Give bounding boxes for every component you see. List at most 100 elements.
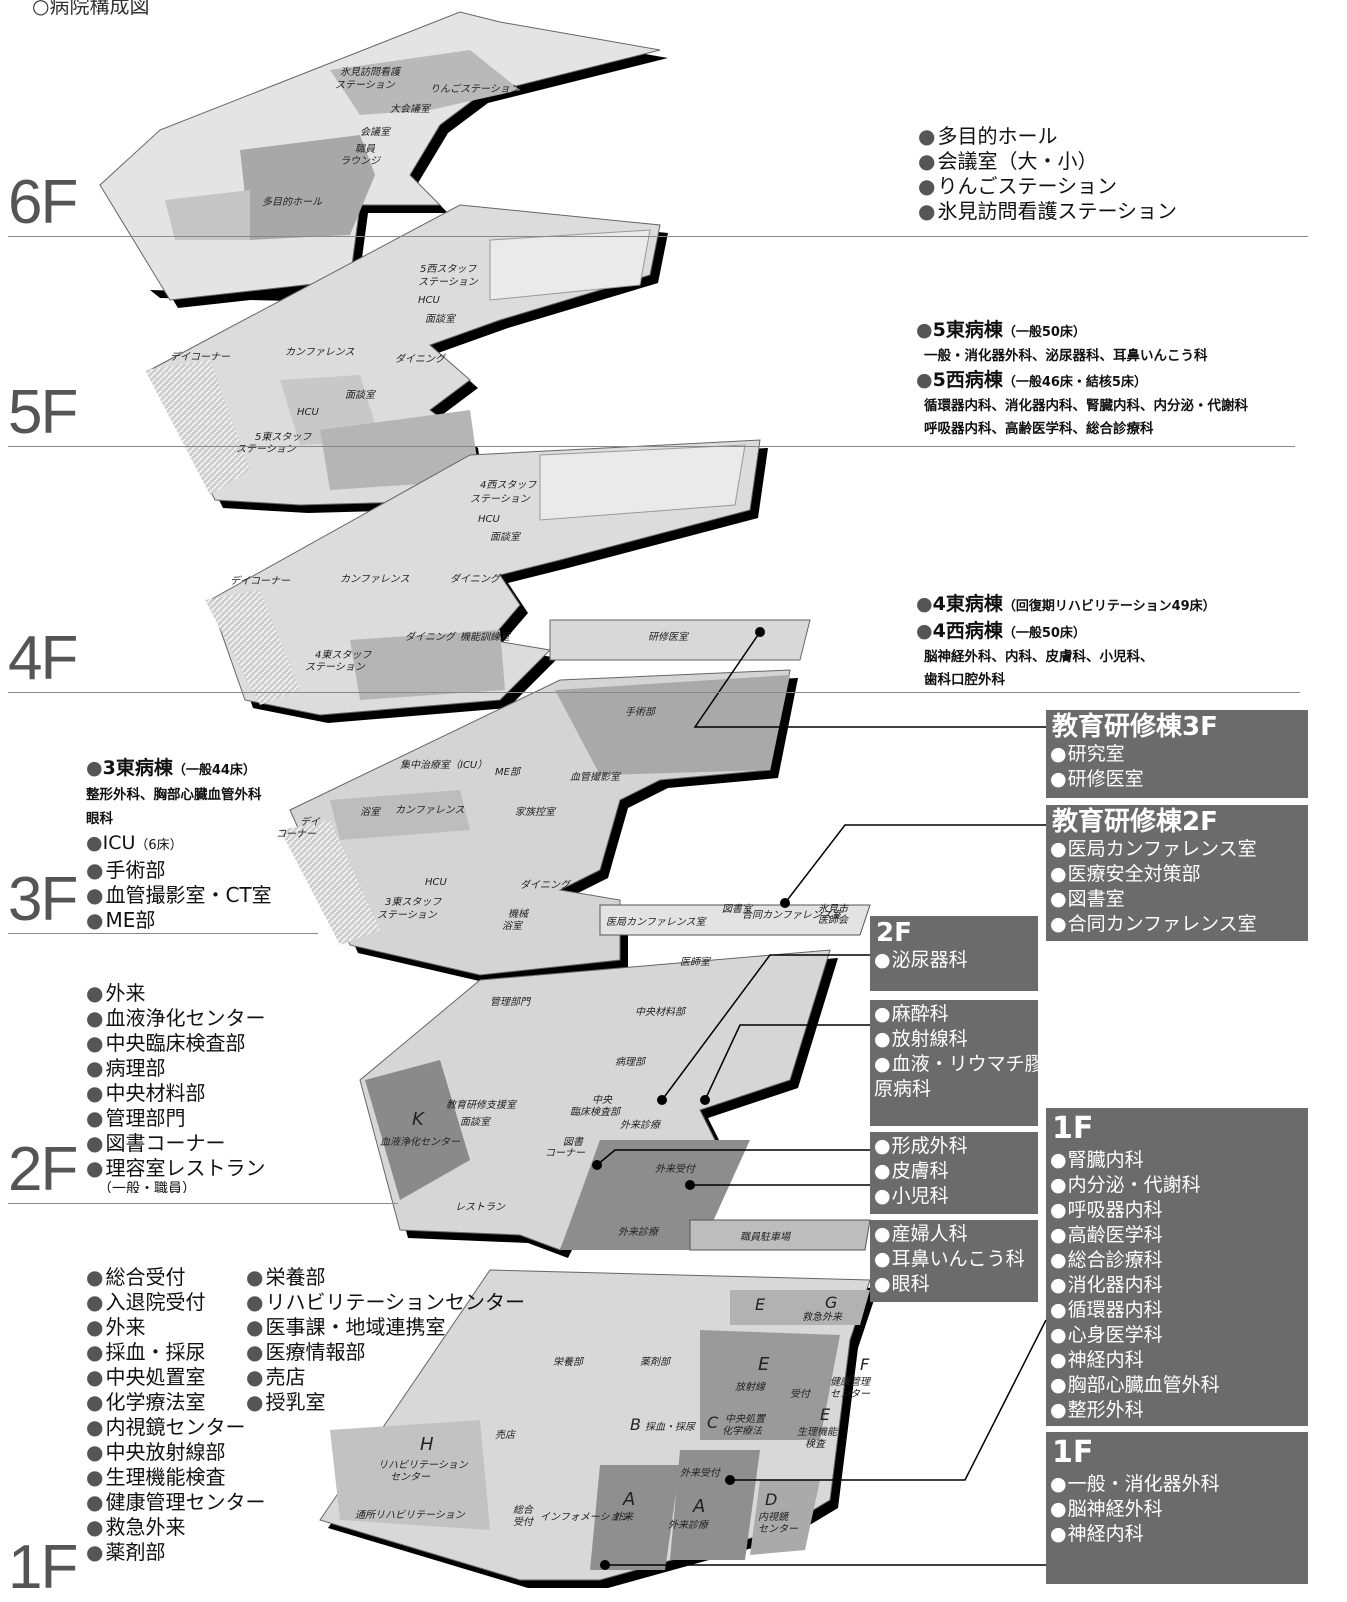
list-item: 血液浄化センター (86, 1006, 265, 1031)
map-label: 生理機能 (797, 1426, 838, 1438)
list-item: 産婦人科 (874, 1222, 1034, 1247)
map-label: 医師室 (680, 956, 712, 968)
separator-4f (8, 692, 1300, 693)
list-item: 会議室（大・小） (918, 149, 1177, 174)
map-label: ダイニング (520, 879, 572, 891)
map-label: 薬剤部 (640, 1356, 672, 1368)
list-item: 売店 (246, 1365, 525, 1390)
map-label: D (765, 1490, 777, 1509)
map-label: センター (758, 1523, 799, 1535)
map-label: ステーション (470, 494, 531, 505)
callout-2f-urology: 2F 泌尿器科 (870, 916, 1038, 991)
list-item: 医事課・地域連携室 (246, 1315, 525, 1340)
list-item: 手術部 (86, 858, 272, 883)
callout-2f-dermatology: 形成外科 皮膚科 小児科 (870, 1132, 1038, 1214)
map-label: 機能訓練室 (460, 631, 512, 643)
map-label: ダイニング (405, 631, 457, 643)
map-label: センター (830, 1388, 871, 1400)
floor-1f-list-col1: 総合受付 入退院受付 外来 採血・採尿 中央処置室 化学療法室 内視鏡センター … (86, 1265, 265, 1565)
list-item: 研修医室 (1050, 767, 1304, 792)
callout-edu-2f: 教育研修棟2F 医局カンファレンス室 医療安全対策部 図書室 合同カンファレンス… (1046, 805, 1308, 941)
ward-name: 3東病棟 (102, 757, 173, 779)
map-label: センター (390, 1471, 431, 1483)
map-label: 外来診療 (620, 1119, 662, 1131)
list-item: 中央材料部 (86, 1081, 265, 1106)
ward-beds: （回復期リハビリテーション49床） (1002, 599, 1216, 614)
map-label: 外来受付 (680, 1467, 722, 1479)
map-label: 中央 (592, 1094, 613, 1106)
map-label: ステーション (377, 910, 438, 921)
map-label: 大会議室 (390, 103, 432, 115)
list-item: 高齢医学科 (1050, 1223, 1304, 1248)
map-label: デイ (300, 816, 321, 828)
map-label: 化学療法 (722, 1425, 763, 1437)
list-item: 図書室 (1050, 887, 1304, 912)
map-label: ラウンジ (340, 155, 382, 167)
map-label: 受付 (513, 1516, 535, 1528)
floor-label-4f: 4F (8, 624, 78, 693)
leader-dots (592, 627, 790, 1570)
floor-label-1f: 1F (8, 1533, 78, 1602)
map-label: 外来診療 (618, 1226, 660, 1238)
list-item: 血管撮影室・CT室 (86, 883, 271, 908)
map-label: リハビリテーション (378, 1459, 469, 1471)
map-label: F (860, 1355, 870, 1374)
callout-edu-3f: 教育研修棟3F 研究室 研修医室 (1046, 710, 1308, 798)
list-item: 皮膚科 (874, 1159, 1034, 1184)
map-label: 健康管理 (830, 1376, 872, 1388)
callout-1f-internal: 1F 腎臓内科 内分泌・代謝科 呼吸器内科 高齢医学科 総合診療科 消化器内科 … (1046, 1108, 1308, 1426)
map-label: 職員 (355, 143, 376, 155)
list-item: 放射線科 (874, 1027, 1034, 1052)
map-label: B (630, 1415, 641, 1434)
callout-2f-anesthesia: 麻酔科 放射線科 血液・リウマチ膠 原病科 (870, 1000, 1044, 1126)
ward-name: 5西病棟 (932, 369, 1003, 391)
map-label: デイコーナー (170, 351, 231, 363)
map-label: りんごステーション (430, 83, 521, 95)
page-title: ○病院構成図 (32, 0, 150, 18)
list-item: 理容室レストラン (86, 1156, 265, 1181)
map-label: 外来受付 (655, 1163, 697, 1175)
callout-title: 教育研修棟3F (1052, 712, 1218, 742)
map-label: E (820, 1405, 831, 1424)
separator-5f (8, 446, 1295, 447)
map-label: 面談室 (460, 1116, 492, 1128)
list-item: 脳神経外科 (1050, 1497, 1304, 1522)
map-label: 教育研修支援室 (446, 1099, 518, 1111)
list-item: 生理機能検査 (86, 1465, 265, 1490)
map-label: 検査 (805, 1438, 827, 1450)
floor-label-5f: 5F (8, 378, 78, 447)
list-item: 消化器内科 (1050, 1273, 1304, 1298)
map-label: ステーション (418, 277, 479, 288)
floor-2f-plan (359, 949, 871, 1258)
list-item: 図書コーナー (86, 1131, 265, 1156)
list-item: 採血・採尿 (86, 1340, 265, 1365)
ward-depts: 脳神経外科、内科、皮膚科、小児科、 (924, 649, 1154, 665)
map-label: カンファレンス (395, 805, 465, 816)
map-label: ステーション (236, 444, 297, 455)
list-item: 原病科 (874, 1078, 932, 1100)
floor-2f-list: 外来 血液浄化センター 中央臨床検査部 病理部 中央材料部 管理部門 図書コーナ… (86, 981, 265, 1193)
map-label: 面談室 (490, 531, 522, 543)
callout-title: 教育研修棟2F (1052, 807, 1218, 837)
separator-2f (8, 1203, 398, 1204)
map-label: 外来 (613, 1511, 634, 1523)
list-item: 形成外科 (874, 1134, 1034, 1159)
map-label: 救急外来 (802, 1311, 843, 1323)
floor-5f-list: ●5東病棟（一般50床） 一般・消化器外科、泌尿器科、耳鼻いんこう科 ●5西病棟… (916, 318, 1248, 441)
map-label: 血管撮影室 (570, 771, 622, 783)
map-label: A (622, 1489, 635, 1510)
map-label: コーナー (276, 829, 317, 840)
map-label: 図書 (563, 1136, 585, 1148)
map-label: HCU (418, 295, 441, 306)
map-label: 浴室 (360, 806, 382, 818)
separator-6f (8, 236, 1308, 237)
callout-title: 1F (1052, 1435, 1094, 1470)
ward-beds: （一般50床） (1002, 325, 1086, 340)
map-label: A (692, 1496, 705, 1517)
map-label: 受付 (790, 1388, 812, 1400)
ward-name: 4西病棟 (932, 620, 1003, 642)
list-item: 総合診療科 (1050, 1248, 1304, 1273)
list-item: リハビリテーションセンター (246, 1290, 525, 1315)
floor-label-3f: 3F (8, 865, 78, 934)
map-label: 集中治療室（ICU） (400, 759, 487, 771)
